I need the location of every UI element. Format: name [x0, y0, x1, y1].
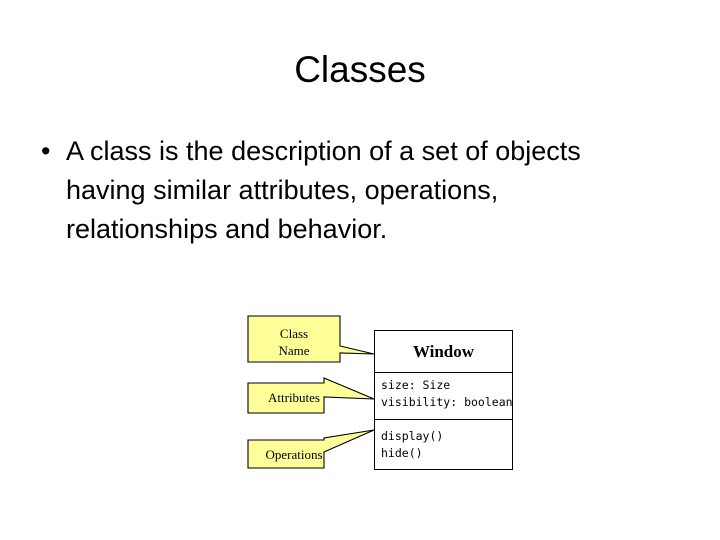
uml-class-diagram: Window size: Size visibility: boolean di…	[240, 305, 540, 485]
bullet-list: • A class is the description of a set of…	[30, 132, 660, 249]
operation-line: hide()	[381, 446, 423, 460]
operation-line: display()	[381, 429, 444, 443]
class-name-label: Window	[412, 341, 475, 361]
class-box-window: Window size: Size visibility: boolean di…	[374, 330, 513, 470]
callout-class-name-shape	[247, 315, 375, 363]
attribute-line: size: Size	[381, 378, 451, 392]
bullet-text: A class is the description of a set of o…	[66, 136, 581, 244]
bullet-marker-icon: •	[41, 136, 51, 166]
callout-attributes-shape	[247, 377, 375, 414]
bullet-item: • A class is the description of a set of…	[30, 132, 606, 249]
page-title: Classes	[294, 49, 426, 90]
class-operations-compartment: display() hide()	[375, 420, 512, 469]
class-attributes-compartment: size: Size visibility: boolean	[375, 373, 513, 420]
class-name-compartment: Window	[375, 331, 512, 373]
callout-operations-shape	[247, 429, 375, 469]
attribute-line: visibility: boolean	[381, 395, 513, 409]
